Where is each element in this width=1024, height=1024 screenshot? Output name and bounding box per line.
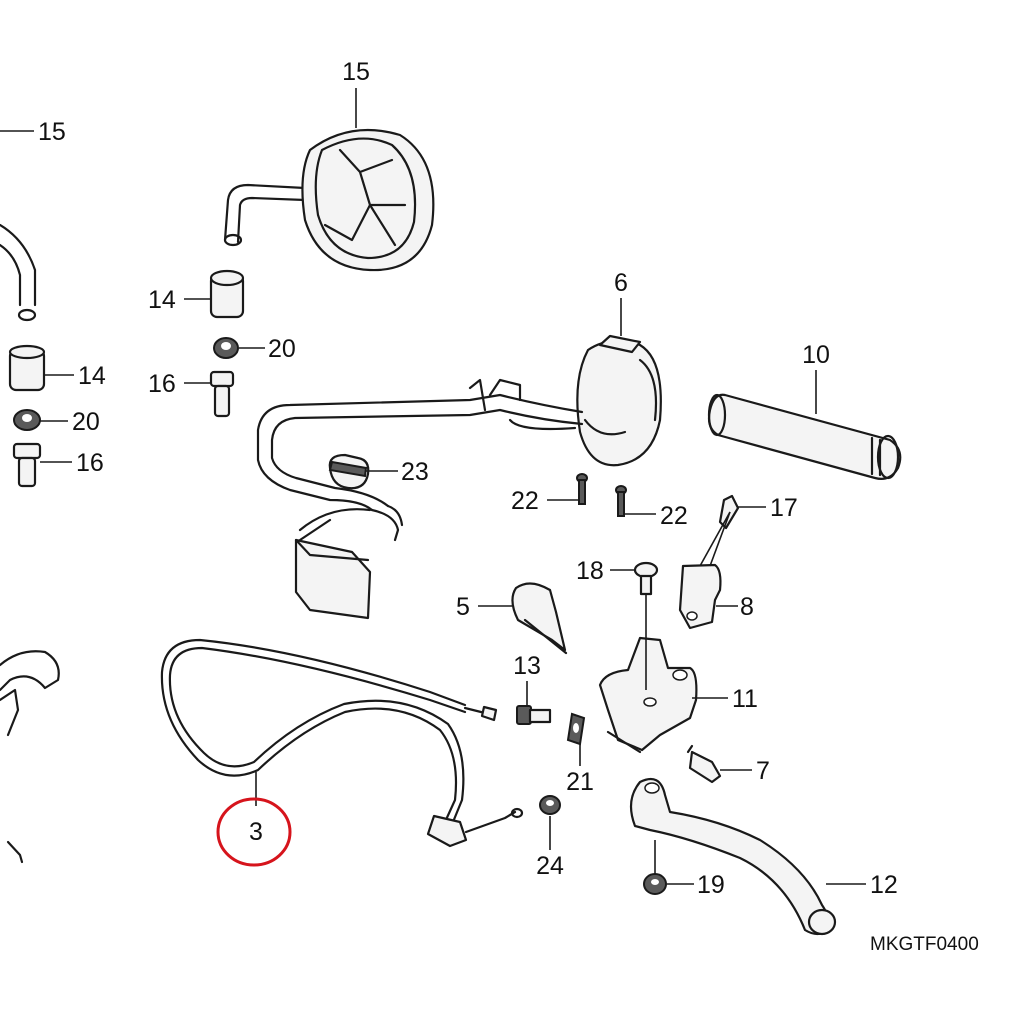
- switch-housing: [576, 334, 662, 467]
- clutch-lever-holder: [598, 636, 698, 754]
- callout-8: 8: [740, 593, 754, 621]
- callout-12: 12: [870, 871, 898, 899]
- pivot-nut: [643, 873, 667, 895]
- lock-nut-small: [539, 795, 561, 815]
- callout-18: 18: [576, 557, 604, 585]
- left-bolt-part: [12, 442, 42, 488]
- holder-screw: [718, 494, 740, 530]
- callout-labels: 15 15 14 20 16 14 20 16 6 10 23 22 22 17…: [38, 58, 898, 899]
- callout-13: 13: [513, 652, 541, 680]
- throttle-grip: [707, 393, 902, 480]
- callout-7: 7: [756, 757, 770, 785]
- callout-15-left: 15: [38, 118, 66, 146]
- leader-lines: [0, 88, 866, 885]
- callout-5: 5: [456, 593, 470, 621]
- callout-22-a: 22: [511, 487, 539, 515]
- pivot-bolt-top: [633, 561, 659, 596]
- callout-21: 21: [566, 768, 594, 796]
- callout-20-a: 20: [268, 335, 296, 363]
- nut-part: [213, 337, 239, 359]
- screw-left: [576, 473, 588, 505]
- connector-block: [294, 538, 372, 620]
- callout-11: 11: [732, 685, 758, 713]
- callout-3: 3: [249, 818, 263, 846]
- adjuster-bolt: [516, 705, 552, 725]
- drawing-code: MKGTF0400: [870, 934, 979, 955]
- left-lever-partial: [0, 650, 60, 864]
- screw-right: [615, 485, 627, 517]
- callout-14-a: 14: [148, 286, 176, 314]
- lever-cover: [511, 582, 568, 655]
- clutch-lever: [629, 777, 837, 936]
- wiring-harness: [256, 378, 584, 542]
- callout-17: 17: [770, 494, 798, 522]
- lever-holder: [678, 563, 722, 630]
- callout-16-a: 16: [148, 370, 176, 398]
- left-adapter-collar: [8, 344, 46, 392]
- adapter-collar: [209, 269, 245, 319]
- callout-15-top: 15: [342, 58, 370, 86]
- harness-clamp: [328, 453, 370, 490]
- clutch-switch: [686, 744, 722, 784]
- callout-6: 6: [614, 269, 628, 297]
- callout-24: 24: [536, 852, 564, 880]
- callout-22-b: 22: [660, 502, 688, 530]
- callout-16-b: 16: [76, 449, 104, 477]
- callout-20-b: 20: [72, 408, 100, 436]
- highlight-circle: [216, 797, 292, 867]
- mirror-part: [223, 128, 435, 272]
- washer-part: [566, 712, 586, 746]
- callout-14-b: 14: [78, 362, 106, 390]
- callout-23: 23: [401, 458, 429, 486]
- clutch-cable: [160, 638, 524, 848]
- callout-10: 10: [802, 341, 830, 369]
- left-nut-part: [13, 409, 41, 431]
- left-mirror-stem: [0, 223, 37, 322]
- callout-19: 19: [697, 871, 725, 899]
- bolt-part: [209, 370, 235, 418]
